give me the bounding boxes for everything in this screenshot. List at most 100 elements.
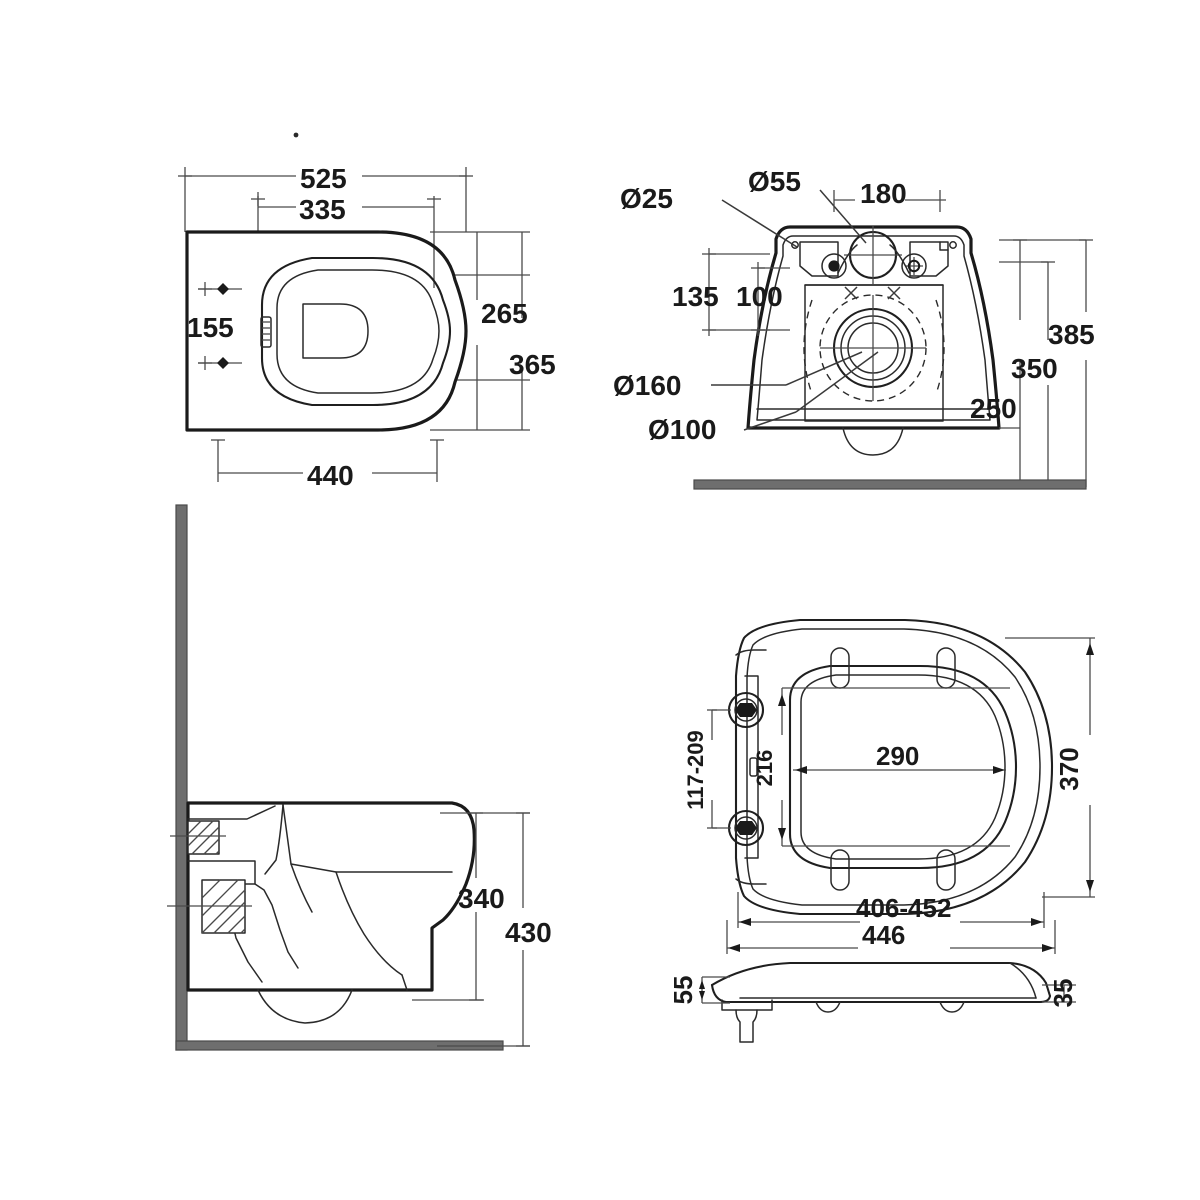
outlet-block-upper	[187, 820, 220, 855]
seat-hinge-pin-plate	[721, 999, 773, 1011]
plan-pan-extension-lines	[184, 167, 530, 482]
dim-label-135: 135	[672, 281, 719, 312]
pan-side-bowl-lower	[335, 871, 403, 976]
leader-cross-markers	[844, 286, 901, 300]
seat-hinge-block	[260, 316, 272, 348]
seat-hinge-boss-bottom-core	[735, 821, 757, 835]
seat-55-arrow-bottom	[699, 991, 705, 1000]
seat-ring-inner	[276, 269, 440, 394]
seat-hinge-pin-shaft	[735, 1009, 758, 1043]
seat-profile-top	[710, 961, 1052, 998]
dim-label-525: 525	[300, 163, 347, 194]
side-pan-centre-marks	[167, 835, 252, 907]
seat-slot-bottom-right	[936, 849, 956, 891]
dim-label-350: 350	[1011, 353, 1058, 384]
flush-inlet-skirt	[837, 244, 910, 274]
dim-label-d160: Ø160	[613, 370, 682, 401]
front-pan-left-dims	[702, 248, 790, 336]
seat-hinge-pad-top	[735, 649, 767, 656]
view-side-seat: 55 35	[668, 961, 1078, 1043]
seat-216-arrow-bottom	[778, 828, 786, 840]
right-bracket-notch	[939, 241, 949, 251]
seat-406-arrow-right	[1031, 918, 1043, 926]
seat-profile-bottom	[710, 983, 1052, 1004]
seat-406-arrow-left	[739, 918, 751, 926]
dim-label-365: 365	[509, 349, 556, 380]
view-front-pan: Ø25 Ø55 180 135 100 Ø160 Ø100 385 350 25…	[613, 166, 1095, 490]
pan-side-foot-curve	[401, 974, 408, 991]
dim-label-385: 385	[1048, 319, 1095, 350]
outlet-helper-arc-left	[803, 299, 813, 395]
seat-slot-bottom-left	[830, 849, 850, 891]
seat-446-dim	[726, 920, 1056, 954]
pan-aperture	[302, 303, 369, 359]
seat-446-arrow-right	[1042, 944, 1054, 952]
dim-label-35: 35	[1048, 979, 1078, 1008]
pan-front-inner-outline	[756, 235, 991, 421]
seat-hinge-boss-top-core	[735, 703, 757, 717]
dim-label-155: 155	[187, 312, 234, 343]
outlet-helper-arc-right	[935, 299, 945, 395]
seat-55-arrow-top	[699, 980, 705, 989]
artifact-dot	[293, 132, 299, 138]
seat-buffer-left	[815, 1001, 841, 1013]
dim-label-446: 446	[862, 920, 905, 950]
dim-label-d100: Ø100	[648, 414, 717, 445]
dim-label-370: 370	[1054, 747, 1084, 790]
dim-label-430: 430	[505, 917, 552, 948]
seat-hinge-hatch	[262, 321, 270, 341]
fixing-hole-marker-bottom	[217, 357, 229, 369]
pan-side-outline	[186, 801, 476, 992]
pan-front-recess	[804, 284, 944, 422]
pan-side-rim-slope	[264, 804, 284, 875]
front-pan-leader-lines	[711, 189, 879, 431]
view-side-pan: 340 430	[167, 504, 552, 1051]
seat-290-arrow-left	[795, 766, 807, 774]
fixing-bolt-hole-right-cross	[905, 257, 923, 275]
dim-label-335: 335	[299, 194, 346, 225]
corner-hole-right	[949, 241, 957, 249]
seat-hinge-pad-bottom	[735, 878, 767, 885]
seat-buffer-right	[939, 1001, 965, 1013]
dim-label-290: 290	[876, 741, 919, 771]
view-plan-seat: 117-209 216 290 370 406-452 446	[683, 618, 1095, 954]
view-plan-pan: 525 335 155 440 265 365	[178, 132, 556, 491]
dim-label-265: 265	[481, 298, 528, 329]
seat-35-dim	[1042, 984, 1076, 1003]
seat-290-arrow-right	[993, 766, 1005, 774]
waste-outlet-centre-cross	[820, 295, 926, 401]
fixing-bolt-hole-right	[901, 253, 927, 279]
fixing-hole-marker-top	[217, 283, 229, 295]
dim-label-d55: Ø55	[748, 166, 801, 197]
side-pan-dim-lines	[412, 812, 530, 1047]
dim-label-55: 55	[668, 976, 698, 1005]
seat-406-452-dim	[737, 892, 1045, 928]
seat-446-arrow-left	[728, 944, 740, 952]
dim-label-250: 250	[970, 393, 1017, 424]
seat-slot-top-left	[830, 647, 850, 689]
seat-370-arrow-bottom	[1086, 880, 1094, 892]
pan-side-inner-arc	[290, 863, 313, 913]
fixing-bolt-hole-left	[821, 253, 847, 279]
pan-outline	[185, 230, 468, 432]
pan-front-bottom-bulge	[842, 427, 904, 456]
pan-side-bowl-upper	[187, 805, 276, 820]
dim-label-440: 440	[307, 460, 354, 491]
dim-label-406-452: 406-452	[856, 893, 951, 923]
seat-aperture-outer	[788, 664, 1018, 870]
seat-216-arrow-top	[778, 694, 786, 706]
pan-side-trap	[254, 883, 299, 969]
dim-label-180: 180	[860, 178, 907, 209]
seat-hinge-catch	[749, 757, 758, 777]
dim-label-100-height: 100	[736, 281, 783, 312]
pan-side-bowl-base	[257, 989, 353, 1024]
pan-side-rim-line	[282, 804, 453, 873]
dim-label-d25: Ø25	[620, 183, 673, 214]
left-bracket-recess	[799, 241, 839, 277]
dim-label-340: 340	[458, 883, 505, 914]
seat-55-dim	[701, 976, 730, 1004]
dim-label-216: 216	[752, 750, 777, 787]
floor-line	[693, 479, 1087, 490]
wall-vertical	[175, 504, 188, 1051]
